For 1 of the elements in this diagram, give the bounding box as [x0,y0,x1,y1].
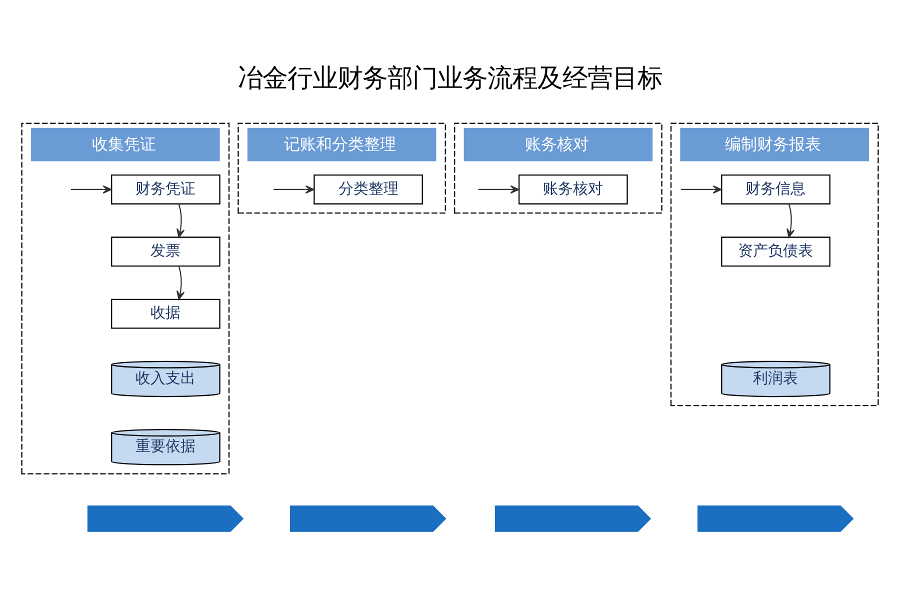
diagram-title: 冶金行业财务部门业务流程及经营目标 [238,62,662,92]
